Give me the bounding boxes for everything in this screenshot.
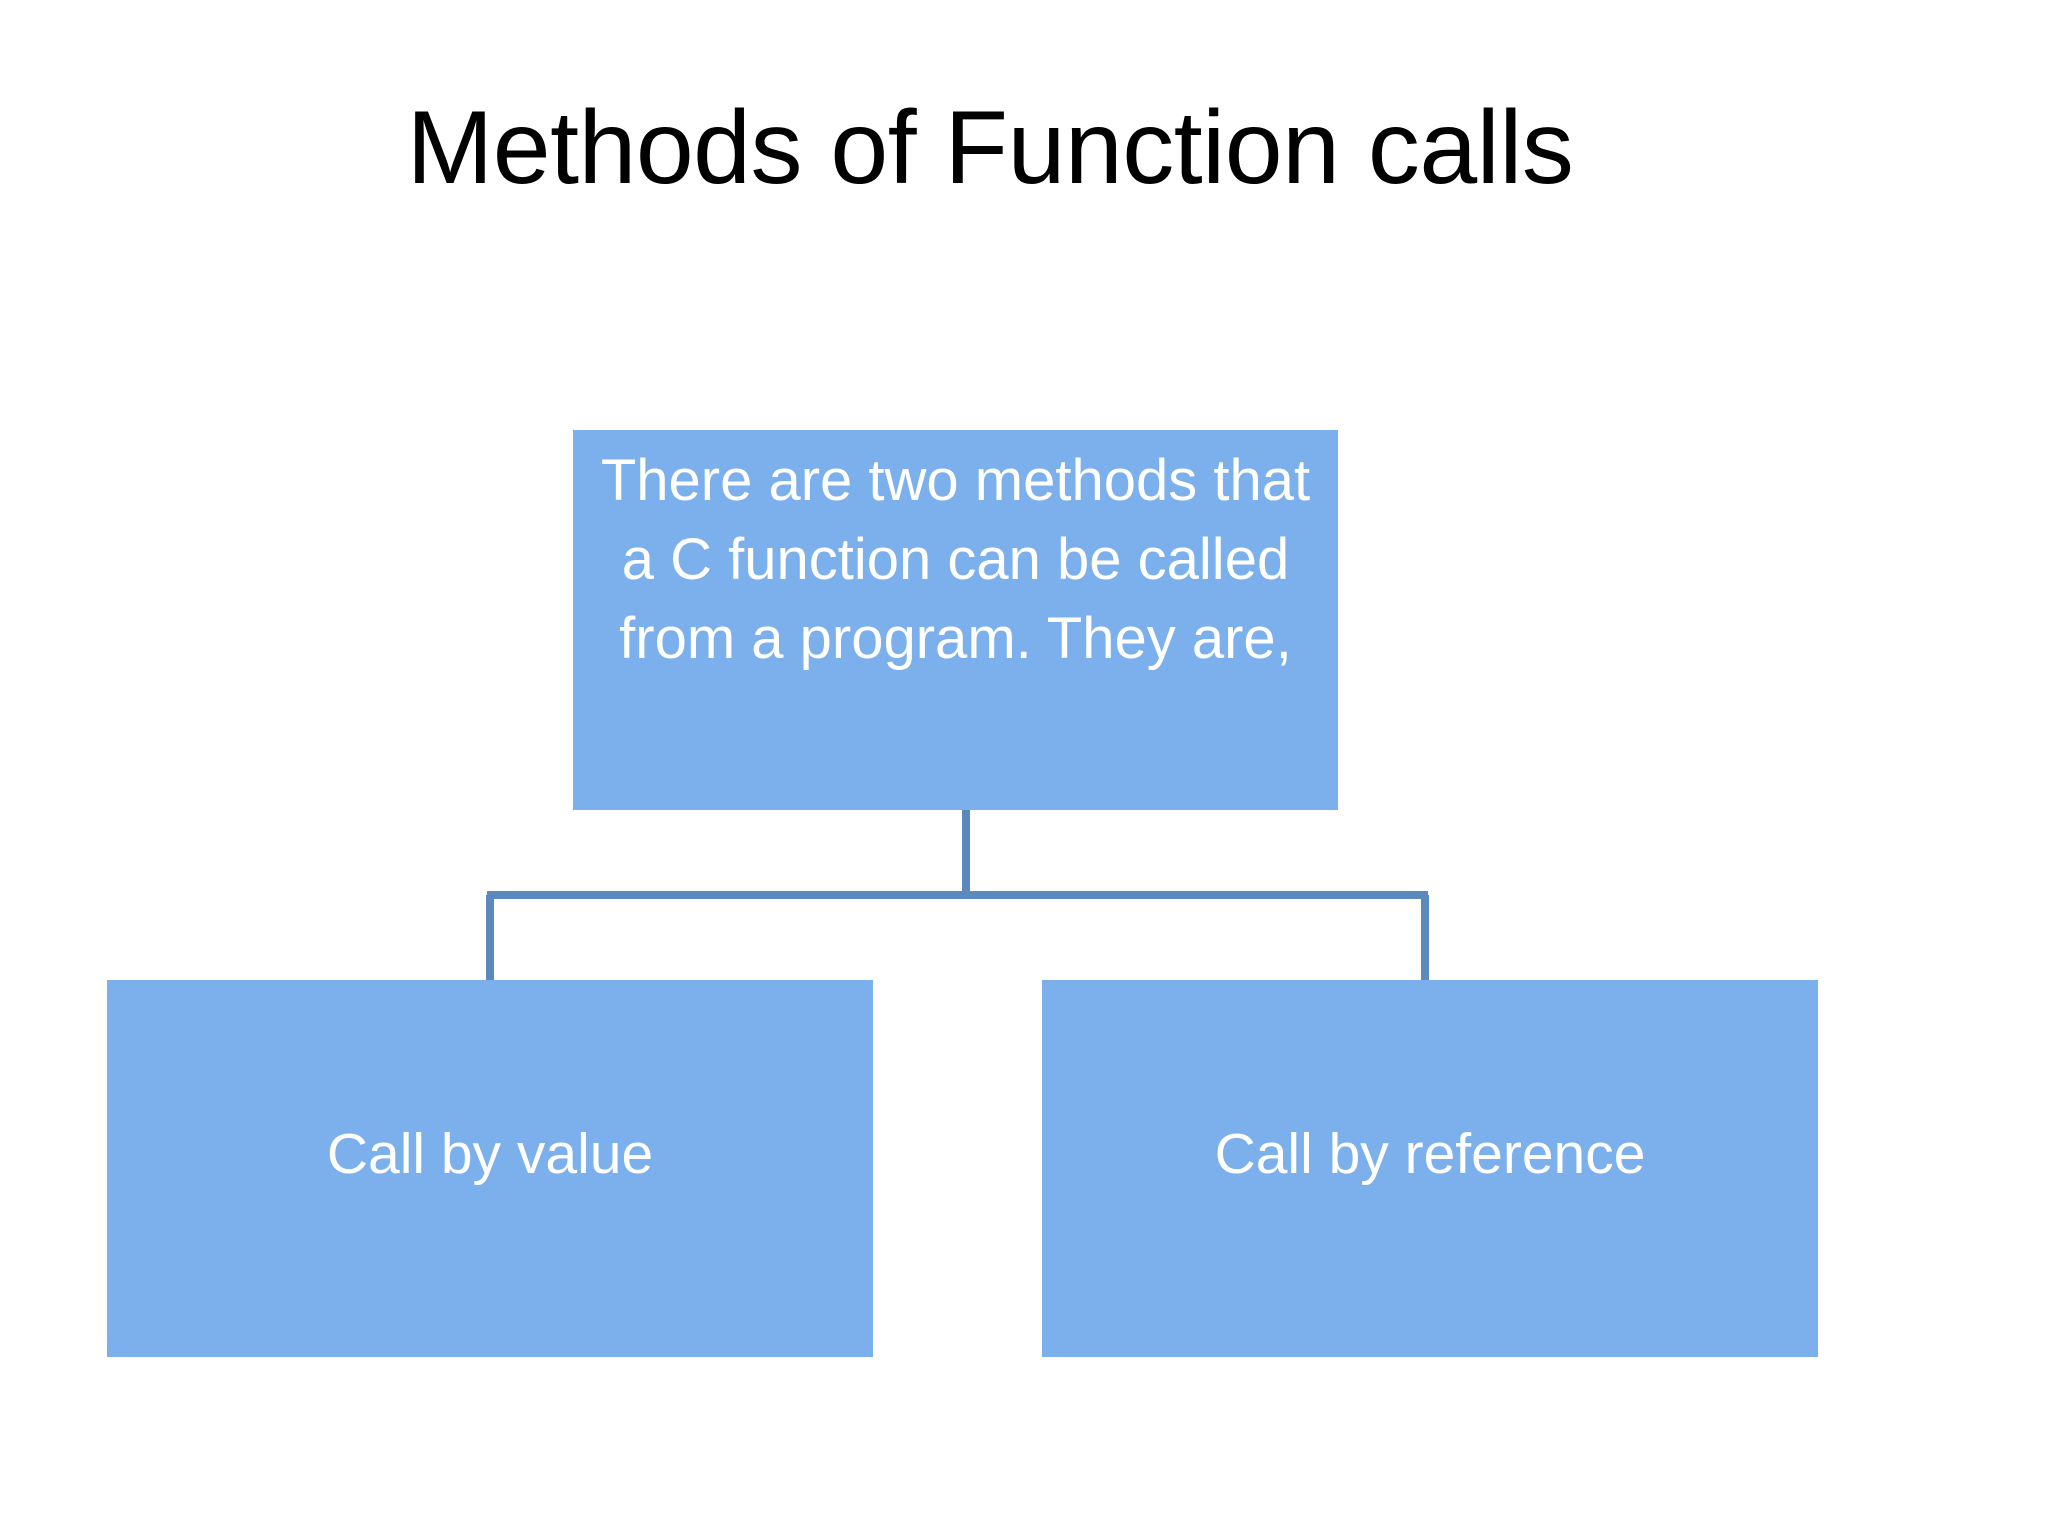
diagram-node-call-by-value-label: Call by value (326, 1121, 654, 1186)
diagram-node-call-by-reference-label: Call by reference (1214, 1121, 1646, 1186)
diagram-node-root[interactable]: There are two methods that a C function … (573, 430, 1338, 810)
diagram-node-call-by-value[interactable]: Call by value (107, 980, 873, 1357)
diagram-node-root-label: There are two methods that a C function … (600, 448, 1311, 671)
diagram-node-call-by-reference[interactable]: Call by reference (1042, 980, 1818, 1357)
page-title: Methods of Function calls (406, 90, 1574, 206)
